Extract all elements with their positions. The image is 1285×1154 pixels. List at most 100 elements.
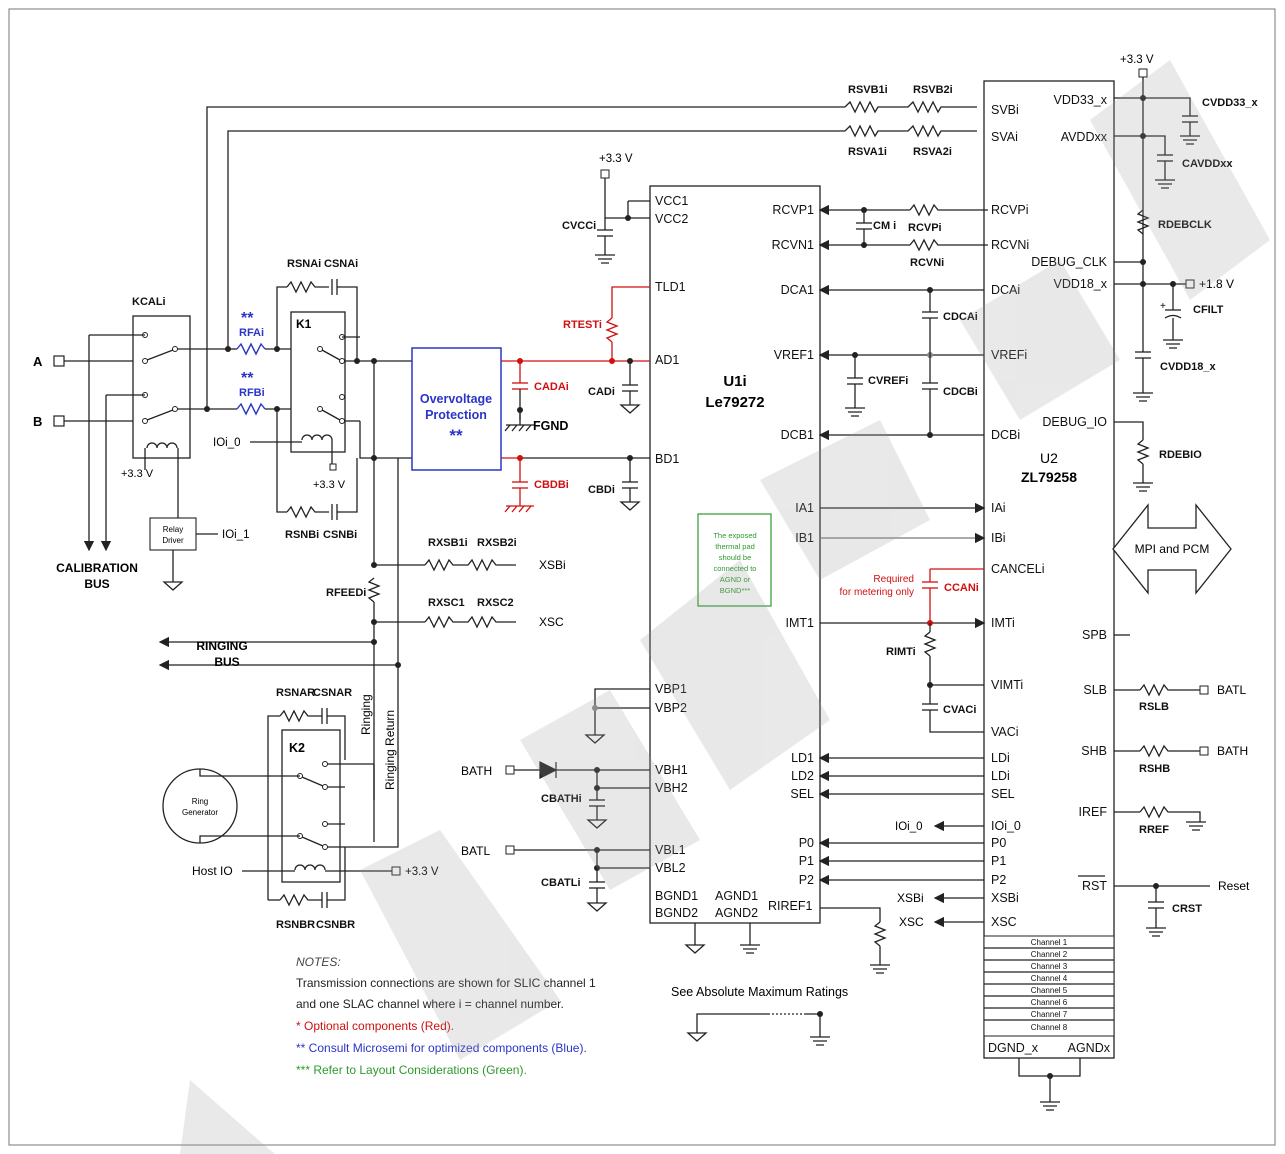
k1-relay: K1 [290,311,346,453]
terminal-a-label: A [33,354,43,369]
batl-right-label: BATL [1217,683,1246,697]
ovp-line2: Protection [425,408,487,422]
u1-pin-p2: P2 [799,873,814,887]
ringing-bus-label-1: RINGING [196,639,247,653]
csnbr-label: CSNBR [316,919,355,931]
channel-6: Channel 6 [1031,998,1068,1007]
calibration-bus-label-1: CALIBRATION [56,561,138,575]
u2-slac-chip: U2 ZL79258 SVBi SVAi RCVPi RCVNi DCAi VR… [983,80,1115,1059]
rfa-stars-glyph: ** [241,310,254,327]
rsnar-label: RSNAR [276,687,315,699]
channel-1: Channel 1 [1031,938,1068,947]
rsvb1-label: RSVB1i [848,84,888,96]
u1-pin-vbh1: VBH1 [655,763,688,777]
kcal-label: KCALi [132,296,166,308]
channel-3: Channel 3 [1031,962,1068,971]
notes-red: * Optional components (Red). [296,1019,454,1033]
u2-pin-vdd33: VDD33_x [1054,93,1108,107]
u2-channel-table: Channel 1 Channel 2 Channel 3 Channel 4 … [983,935,1115,1037]
u2-pin-rst: RST [1082,879,1107,893]
u2-pin-svbi: SVBi [991,103,1019,117]
u1-part: Le79272 [705,394,764,411]
cavdd-label: CAVDDxx [1182,158,1233,170]
u2-pin-xsbi: XSBi [991,891,1019,905]
u1-pin-rcvn1: RCVN1 [772,238,814,252]
u2-pin-avdd: AVDDxx [1061,130,1108,144]
rxsb2-label: RXSB2i [477,537,517,549]
u1-pin-agnd1: AGND1 [715,889,758,903]
cfilt-plus: + [1160,301,1166,312]
rref-label: RREF [1139,824,1169,836]
u2-pin-vdd18: VDD18_x [1054,277,1108,291]
u1-pin-ib1: IB1 [795,531,814,545]
u1-pin-vbp2: VBP2 [655,701,687,715]
rfeed-label: RFEEDi [326,587,366,599]
rsnbr-label: RSNBR [276,919,315,931]
notes-line2: and one SLAC channel where i = channel n… [296,997,564,1011]
u1-pin-vcc1: VCC1 [655,194,688,208]
u1-pin-vbl2: VBL2 [655,861,686,875]
cvdd33-label: CVDD33_x [1202,97,1259,109]
ioi1-label: IOi_1 [222,529,250,541]
u2-pin-vrefi: VREFi [991,348,1027,362]
cadai-star: ** [0,0,12,4]
relay-driver-line2: Driver [162,536,184,545]
csnb-label: CSNBi [323,529,357,541]
rxsc1-label: RXSC1 [428,597,465,609]
u1-pin-p0: P0 [799,836,814,850]
u1-pin-agnd2: AGND2 [715,906,758,920]
required-note-1: Required [873,574,914,585]
thermal-note-1: The exposed [713,531,756,540]
cbdbi-label: CBDBi [534,479,569,491]
u2-name: U2 [1040,450,1058,466]
u1-pin-ad1: AD1 [655,353,679,367]
u1-slic-chip: U1i Le79272 VCC1 VCC2 TLD1 AD1 BD1 VBP1 … [649,185,821,924]
xsb-u2-label: XSBi [897,891,924,905]
u1-pin-vbp1: VBP1 [655,682,687,696]
u2-pin-slb: SLB [1083,683,1107,697]
k1-label: K1 [296,317,312,331]
channel-8: Channel 8 [1031,1023,1068,1032]
ccani-label: CCANi [944,582,979,594]
rfb-stars-glyph: ** [241,370,254,387]
thermal-note-4: connected to [714,564,757,573]
u2-pin-vaci: VACi [991,725,1019,739]
u1-supply-label: +3.3 V [599,153,633,165]
notes-title: NOTES: [296,955,341,969]
u2-pin-ldi-2: LDi [991,769,1010,783]
cbathi-label: CBATHi [541,793,582,805]
ovp-box [411,347,502,471]
u2-pin-agndx: AGNDx [1068,1041,1111,1055]
u2-supply-label: +3.3 V [1120,54,1154,66]
abs-max-label: See Absolute Maximum Ratings [671,985,848,999]
u2-pin-rcvpi: RCVPi [991,203,1029,217]
rcvpi-label: RCVPi [908,222,942,234]
batl-label: BATL [461,844,490,858]
thermal-note-6: BGND*** [720,586,751,595]
u1-pin-dca1: DCA1 [781,283,814,297]
u1-pin-bgnd2: BGND2 [655,906,698,920]
notes-blue: ** Consult Microsemi for optimized compo… [296,1041,587,1055]
thermal-note-3: should be [719,553,752,562]
terminal-a [53,355,65,367]
reset-label: Reset [1218,879,1250,893]
u2-pin-ibi: IBi [991,531,1006,545]
u2-pin-debug-io: DEBUG_IO [1042,415,1107,429]
crst-label: CRST [1172,903,1202,915]
u2-pin-svai: SVAi [991,130,1018,144]
cvdd18-label: CVDD18_x [1160,361,1217,373]
cfilt-label: CFILT [1193,304,1224,316]
u1-pin-imt1: IMT1 [786,616,815,630]
u1-pin-vbh2: VBH2 [655,781,688,795]
u2-pin-vimti: VIMTi [991,678,1023,692]
u2-pin-iref: IREF [1079,805,1108,819]
u1-pin-vbl1: VBL1 [655,843,686,857]
rslb-label: RSLB [1139,701,1169,713]
u2-pin-p0: P0 [991,836,1006,850]
rsvb2-label: RSVB2i [913,84,953,96]
u1-pin-tld1: TLD1 [655,280,686,294]
channel-2: Channel 2 [1031,950,1068,959]
cbdi-label: CBDi [588,484,615,496]
cvrefi-label: CVREFi [868,375,908,387]
ringing-label: Ringing [359,694,373,735]
